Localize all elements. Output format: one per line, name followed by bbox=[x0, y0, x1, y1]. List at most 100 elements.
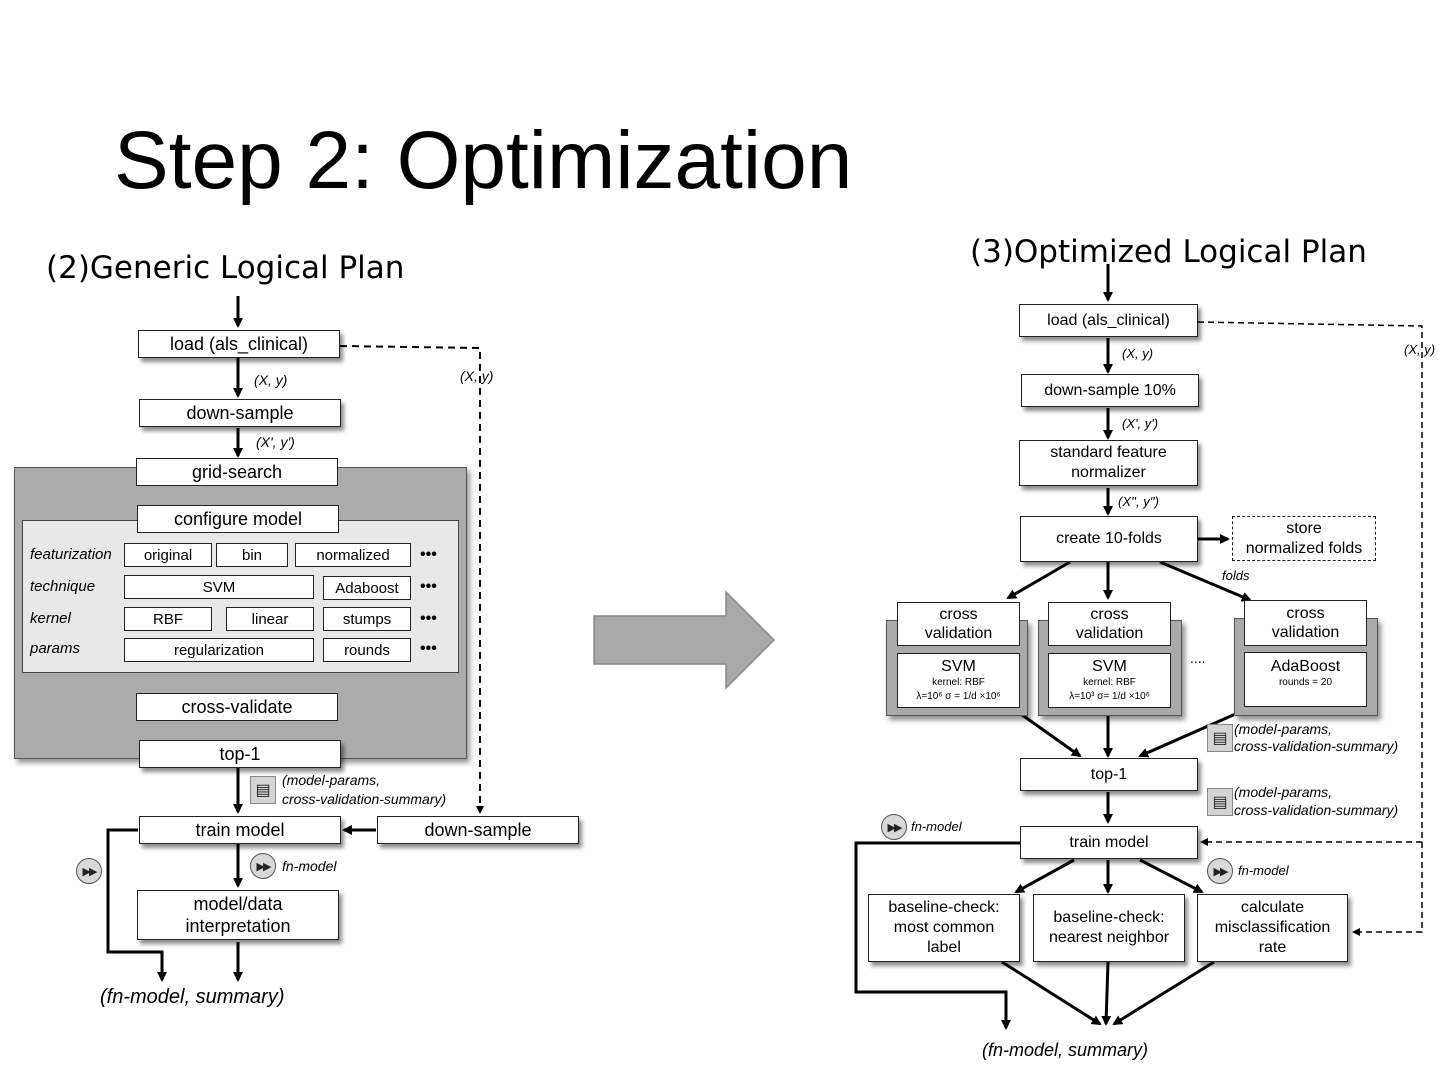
downsample-box-2: down-sample bbox=[377, 816, 579, 844]
generic-plan-title: (2)Generic Logical Plan bbox=[46, 250, 405, 286]
baseline-common-box: baseline-check: most common label bbox=[868, 894, 1020, 962]
b3-line-1: calculate bbox=[1240, 899, 1305, 916]
svm-box-1: SVM kernel: RBF λ=10⁶ σ = 1/d ×10⁶ bbox=[897, 653, 1020, 708]
cv-box-1: cross validation bbox=[897, 602, 1020, 646]
opt-train-model-box: train model bbox=[1020, 826, 1198, 859]
store-line-1: store bbox=[1286, 519, 1322, 537]
optimized-output-label: (fn-model, summary) bbox=[982, 1040, 1149, 1060]
row-label-kernel: kernel bbox=[30, 610, 71, 627]
svm-label: SVM bbox=[941, 658, 976, 675]
cv-line-2: validation bbox=[1075, 625, 1144, 642]
chip-stumps: stumps bbox=[323, 607, 411, 631]
chip-regularization: regularization bbox=[124, 638, 314, 662]
b1-line-1: baseline-check: bbox=[888, 899, 1000, 916]
fast-forward-icon: ▶▶ bbox=[1207, 858, 1233, 884]
opt-cv-summary-label-2: cross-validation-summary) bbox=[1234, 802, 1399, 818]
transform-arrow bbox=[593, 590, 776, 690]
chip-rounds: rounds bbox=[323, 638, 411, 662]
chip-bin: bin bbox=[216, 543, 288, 567]
document-icon: ▤ bbox=[1207, 724, 1233, 752]
row-label-params: params bbox=[30, 640, 81, 657]
b3-line-3: rate bbox=[1258, 939, 1287, 956]
cv-line-1: cross bbox=[1090, 606, 1129, 623]
row-label-technique: technique bbox=[30, 578, 96, 595]
store-line-2: normalized folds bbox=[1245, 539, 1363, 557]
normalizer-line-2: normalizer bbox=[1071, 464, 1146, 481]
more-dots: .... bbox=[1190, 650, 1206, 666]
opt-xy-label: (X, y) bbox=[1122, 346, 1154, 361]
rounds-label: rounds = 20 bbox=[1278, 677, 1333, 688]
chip-normalized: normalized bbox=[295, 543, 411, 567]
b2-line-1: baseline-check: bbox=[1053, 909, 1165, 926]
interpretation-line-2: interpretation bbox=[185, 916, 291, 936]
top1-box: top-1 bbox=[139, 740, 341, 768]
row-label-featurization: featurization bbox=[30, 546, 112, 563]
misclassification-box: calculate misclassification rate bbox=[1197, 894, 1348, 962]
adaboost-label: AdaBoost bbox=[1270, 658, 1341, 675]
cv-line-2: validation bbox=[1271, 624, 1340, 641]
chip-svm: SVM bbox=[124, 575, 314, 599]
cv-line-1: cross bbox=[1286, 605, 1325, 622]
xy-prime-label: (X', y') bbox=[256, 434, 295, 450]
svm2-params: λ=10³ σ= 1/d ×10⁶ bbox=[1069, 691, 1150, 702]
kernel-label: kernel: RBF bbox=[1083, 677, 1136, 688]
chip-rbf: RBF bbox=[124, 607, 212, 631]
folds-label: folds bbox=[1222, 568, 1250, 583]
grid-search-box: grid-search bbox=[136, 458, 338, 486]
opt-fn-model-label: fn-model bbox=[911, 819, 962, 834]
fast-forward-icon: ▶▶ bbox=[76, 858, 102, 884]
document-icon: ▤ bbox=[250, 776, 276, 804]
chip-linear: linear bbox=[226, 607, 314, 631]
opt-fn-model-label-2: fn-model bbox=[1238, 863, 1289, 878]
ellipsis: ••• bbox=[420, 640, 437, 657]
cross-validate-box: cross-validate bbox=[136, 693, 338, 721]
generic-output-label: (fn-model, summary) bbox=[100, 986, 285, 1008]
fn-model-label: fn-model bbox=[282, 858, 337, 874]
b1-line-2: most common bbox=[893, 919, 995, 936]
configure-model-box: configure model bbox=[137, 505, 339, 533]
kernel-label: kernel: RBF bbox=[932, 677, 985, 688]
xy-side-label: (X, y) bbox=[460, 368, 494, 384]
model-params-label: (model-params, bbox=[282, 772, 381, 788]
normalizer-box: standard feature normalizer bbox=[1019, 440, 1198, 486]
create-folds-box: create 10-folds bbox=[1020, 516, 1198, 562]
interpretation-line-1: model/data bbox=[193, 894, 283, 914]
svm-label: SVM bbox=[1092, 658, 1127, 675]
opt-cv-summary-label: cross-validation-summary) bbox=[1234, 738, 1399, 754]
cv-line-2: validation bbox=[924, 625, 993, 642]
slide-title: Step 2: Optimization bbox=[114, 115, 853, 206]
ellipsis: ••• bbox=[420, 578, 437, 595]
normalizer-line-1: standard feature bbox=[1050, 444, 1167, 461]
opt-top1-box: top-1 bbox=[1020, 758, 1198, 791]
document-icon: ▤ bbox=[1207, 788, 1233, 816]
adaboost-box: AdaBoost rounds = 20 bbox=[1244, 652, 1367, 707]
cv-box-3: cross validation bbox=[1244, 600, 1367, 646]
cv-line-1: cross bbox=[939, 606, 978, 623]
load-box: load (als_clinical) bbox=[138, 330, 340, 358]
downsample-box: down-sample bbox=[139, 399, 341, 427]
fast-forward-icon: ▶▶ bbox=[250, 853, 276, 879]
fast-forward-icon: ▶▶ bbox=[881, 814, 907, 840]
chip-adaboost: Adaboost bbox=[323, 576, 411, 600]
opt-xy-dprime-label: (X'', y'') bbox=[1118, 494, 1159, 509]
ellipsis: ••• bbox=[420, 546, 437, 563]
opt-model-params-label: (model-params, bbox=[1234, 721, 1333, 737]
opt-xy-side-label: (X, y) bbox=[1404, 342, 1436, 357]
b3-line-2: misclassification bbox=[1214, 919, 1331, 936]
b1-line-3: label bbox=[927, 939, 961, 956]
optimized-plan-title: (3)Optimized Logical Plan bbox=[970, 234, 1367, 270]
svm-box-2: SVM kernel: RBF λ=10³ σ= 1/d ×10⁶ bbox=[1048, 653, 1171, 708]
store-folds-box: store normalized folds bbox=[1232, 516, 1376, 561]
svm1-params: λ=10⁶ σ = 1/d ×10⁶ bbox=[916, 691, 1001, 702]
ellipsis: ••• bbox=[420, 610, 437, 627]
chip-original: original bbox=[124, 543, 212, 567]
train-model-box: train model bbox=[139, 816, 341, 844]
xy-label: (X, y) bbox=[254, 372, 288, 388]
cv-summary-label: cross-validation-summary) bbox=[282, 791, 447, 807]
opt-xy-prime-label: (X', y') bbox=[1122, 416, 1159, 431]
b2-line-2: nearest neighbor bbox=[1048, 929, 1170, 946]
opt-downsample-box: down-sample 10% bbox=[1021, 374, 1199, 407]
cv-box-2: cross validation bbox=[1048, 602, 1171, 646]
